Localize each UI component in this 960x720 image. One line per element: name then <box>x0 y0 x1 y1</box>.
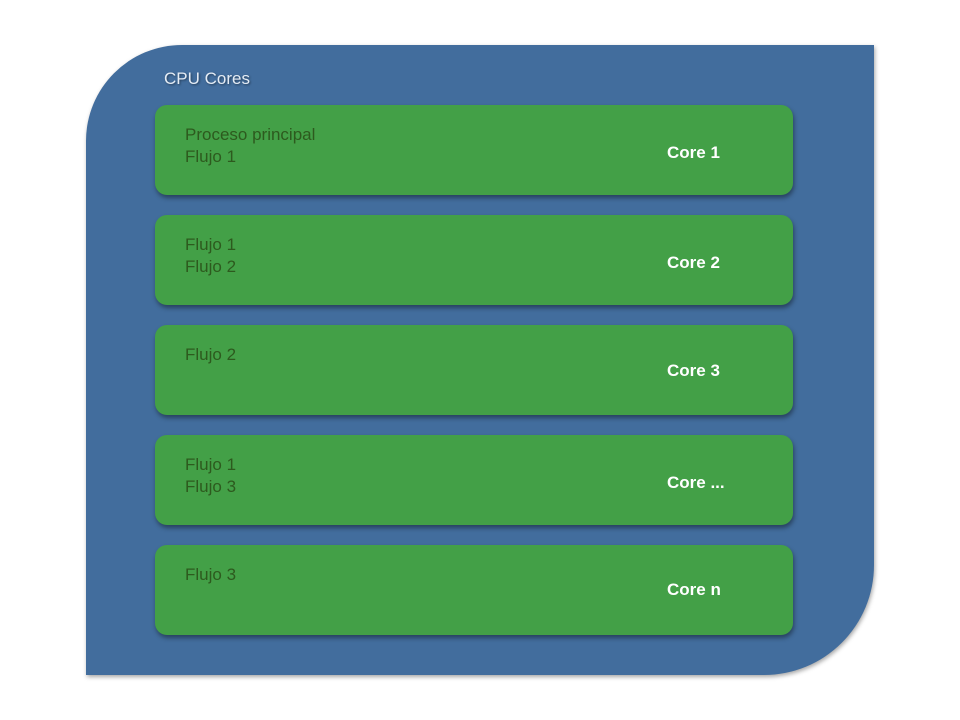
flow-label: Flujo 3 <box>185 565 237 584</box>
flow-label: Flujo 1 <box>185 147 237 166</box>
core-row-4: Flujo 1 Flujo 3 Core ... <box>155 435 793 525</box>
core-row-1: Proceso principal Flujo 1 Core 1 <box>155 105 793 195</box>
core-flows: Flujo 3 <box>185 564 236 586</box>
cpu-cores-panel: CPU Cores Proceso principal Flujo 1 Core… <box>86 45 874 675</box>
flow-label: Flujo 1 <box>185 455 237 474</box>
flow-label: Flujo 3 <box>185 477 237 496</box>
core-flows: Flujo 1 Flujo 3 <box>185 454 236 498</box>
core-label: Core 3 <box>667 361 720 380</box>
flow-label: Flujo 2 <box>185 257 237 276</box>
core-flows: Proceso principal Flujo 1 <box>185 124 315 168</box>
core-flows: Flujo 1 Flujo 2 <box>185 234 236 278</box>
core-row-3: Flujo 2 Core 3 <box>155 325 793 415</box>
flow-label: Proceso principal <box>185 125 316 144</box>
core-row-2: Flujo 1 Flujo 2 Core 2 <box>155 215 793 305</box>
core-label: Core n <box>667 580 721 599</box>
core-label: Core 2 <box>667 253 720 272</box>
panel-title: CPU Cores <box>164 69 250 88</box>
flow-label: Flujo 1 <box>185 235 237 254</box>
core-label: Core 1 <box>667 143 720 162</box>
core-label: Core ... <box>667 473 725 492</box>
core-row-5: Flujo 3 Core n <box>155 545 793 635</box>
core-flows: Flujo 2 <box>185 344 236 366</box>
flow-label: Flujo 2 <box>185 345 237 364</box>
